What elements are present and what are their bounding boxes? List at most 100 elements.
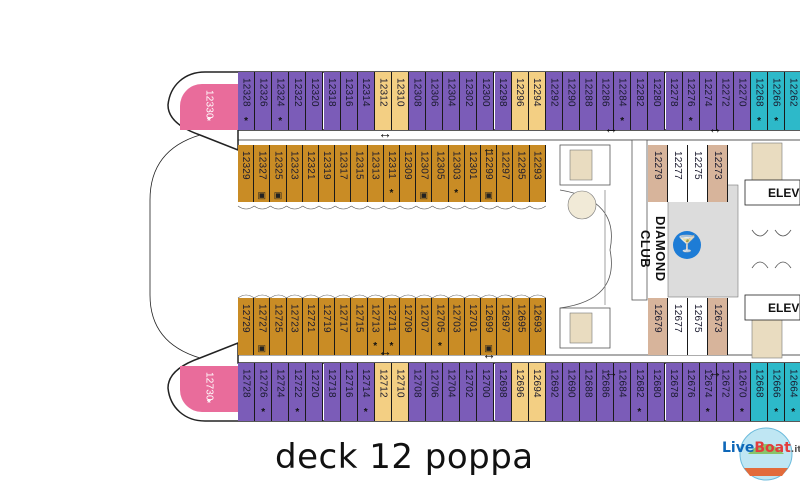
cabin-12664[interactable]: 12664* bbox=[785, 363, 800, 421]
cabin-12714[interactable]: 12714* bbox=[357, 363, 375, 421]
cabin-12302[interactable]: 12302 bbox=[460, 72, 478, 130]
cabin-12729[interactable]: 12729 bbox=[238, 298, 255, 355]
cabin-12695[interactable]: 12695 bbox=[513, 298, 530, 355]
cabin-12294[interactable]: 12294 bbox=[528, 72, 546, 130]
cabin-12710[interactable]: 12710 bbox=[391, 363, 409, 421]
cabin-12715[interactable]: 12715 bbox=[351, 298, 368, 355]
cabin-12706[interactable]: 12706 bbox=[426, 363, 444, 421]
cabin-12316[interactable]: 12316 bbox=[340, 72, 358, 130]
cabin-12327[interactable]: 12327▣ bbox=[254, 145, 271, 202]
cabin-12282[interactable]: 12282 bbox=[631, 72, 649, 130]
cabin-12323[interactable]: 12323 bbox=[286, 145, 303, 202]
cabin-12701[interactable]: 12701 bbox=[464, 298, 481, 355]
cabin-12297[interactable]: 12297 bbox=[497, 145, 514, 202]
cabin-12708[interactable]: 12708 bbox=[409, 363, 427, 421]
cabin-12319[interactable]: 12319 bbox=[319, 145, 336, 202]
cabin-12723[interactable]: 12723 bbox=[286, 298, 303, 355]
cabin-12709[interactable]: 12709 bbox=[400, 298, 417, 355]
cabin-12313[interactable]: 12313 bbox=[367, 145, 384, 202]
cabin-12692[interactable]: 12692 bbox=[545, 363, 563, 421]
cabin-12694[interactable]: 12694 bbox=[528, 363, 546, 421]
cabin-12325[interactable]: 12325▣ bbox=[270, 145, 287, 202]
cabin-12707[interactable]: 12707 bbox=[416, 298, 433, 355]
cabin-12273[interactable]: 12273 bbox=[708, 145, 728, 202]
cabin-12682[interactable]: 12682* bbox=[631, 363, 649, 421]
cabin-12730[interactable]: 12730* bbox=[180, 366, 238, 412]
cabin-12726[interactable]: 12726* bbox=[255, 363, 273, 421]
cabin-12716[interactable]: 12716 bbox=[340, 363, 358, 421]
cabin-12288[interactable]: 12288 bbox=[580, 72, 598, 130]
cabin-12721[interactable]: 12721 bbox=[302, 298, 319, 355]
cabin-12275[interactable]: 12275 bbox=[688, 145, 708, 202]
cabin-12309[interactable]: 12309 bbox=[400, 145, 417, 202]
cabin-12270[interactable]: 12270 bbox=[733, 72, 751, 130]
cabin-12326[interactable]: 12326 bbox=[255, 72, 273, 130]
cabin-12672[interactable]: 12672 bbox=[716, 363, 734, 421]
cabin-12299[interactable]: 12299▣ bbox=[481, 145, 498, 202]
cabin-12292[interactable]: 12292 bbox=[545, 72, 563, 130]
cabin-12684[interactable]: 12684 bbox=[614, 363, 632, 421]
cabin-12330[interactable]: 12330* bbox=[180, 84, 238, 130]
cabin-12696[interactable]: 12696 bbox=[511, 363, 529, 421]
cabin-12702[interactable]: 12702 bbox=[460, 363, 478, 421]
cabin-12262[interactable]: 12262 bbox=[785, 72, 800, 130]
cabin-12312[interactable]: 12312 bbox=[374, 72, 392, 130]
cabin-12720[interactable]: 12720 bbox=[306, 363, 324, 421]
cabin-12301[interactable]: 12301 bbox=[464, 145, 481, 202]
cabin-12311[interactable]: 12311* bbox=[383, 145, 400, 202]
cabin-12724[interactable]: 12724 bbox=[272, 363, 290, 421]
cabin-12686[interactable]: 12686 bbox=[597, 363, 615, 421]
cabin-12679[interactable]: 12679 bbox=[648, 298, 668, 355]
cabin-12697[interactable]: 12697 bbox=[497, 298, 514, 355]
cabin-12277[interactable]: 12277 bbox=[668, 145, 688, 202]
cabin-12318[interactable]: 12318 bbox=[323, 72, 341, 130]
cabin-12668[interactable]: 12668 bbox=[751, 363, 769, 421]
cabin-12705[interactable]: 12705* bbox=[432, 298, 449, 355]
cabin-12698[interactable]: 12698 bbox=[494, 363, 512, 421]
cabin-12722[interactable]: 12722* bbox=[289, 363, 307, 421]
cabin-12298[interactable]: 12298 bbox=[494, 72, 512, 130]
cabin-12274[interactable]: 12274 bbox=[699, 72, 717, 130]
cabin-12711[interactable]: 12711* bbox=[383, 298, 400, 355]
cabin-12308[interactable]: 12308 bbox=[409, 72, 427, 130]
cabin-12276[interactable]: 12276* bbox=[682, 72, 700, 130]
cabin-12670[interactable]: 12670* bbox=[733, 363, 751, 421]
cabin-12295[interactable]: 12295 bbox=[513, 145, 530, 202]
cabin-12268[interactable]: 12268* bbox=[751, 72, 769, 130]
cabin-12272[interactable]: 12272 bbox=[716, 72, 734, 130]
cabin-12317[interactable]: 12317 bbox=[335, 145, 352, 202]
cabin-12690[interactable]: 12690 bbox=[562, 363, 580, 421]
cabin-12680[interactable]: 12680 bbox=[648, 363, 666, 421]
cabin-12678[interactable]: 12678 bbox=[665, 363, 683, 421]
cabin-12704[interactable]: 12704 bbox=[443, 363, 461, 421]
cabin-12712[interactable]: 12712 bbox=[374, 363, 392, 421]
cabin-12296[interactable]: 12296 bbox=[511, 72, 529, 130]
cabin-12719[interactable]: 12719 bbox=[319, 298, 336, 355]
cabin-12675[interactable]: 12675 bbox=[688, 298, 708, 355]
cabin-12700[interactable]: 12700 bbox=[477, 363, 495, 421]
cabin-12676[interactable]: 12676 bbox=[682, 363, 700, 421]
cabin-12717[interactable]: 12717 bbox=[335, 298, 352, 355]
cabin-12320[interactable]: 12320 bbox=[306, 72, 324, 130]
cabin-12290[interactable]: 12290 bbox=[562, 72, 580, 130]
cabin-12728[interactable]: 12728 bbox=[238, 363, 256, 421]
cabin-12280[interactable]: 12280 bbox=[648, 72, 666, 130]
cabin-12279[interactable]: 12279 bbox=[648, 145, 668, 202]
cabin-12674[interactable]: 12674* bbox=[699, 363, 717, 421]
cabin-12688[interactable]: 12688 bbox=[580, 363, 598, 421]
cabin-12306[interactable]: 12306 bbox=[426, 72, 444, 130]
cabin-12266[interactable]: 12266* bbox=[768, 72, 786, 130]
cabin-12321[interactable]: 12321 bbox=[302, 145, 319, 202]
cabin-12718[interactable]: 12718 bbox=[323, 363, 341, 421]
cabin-12677[interactable]: 12677 bbox=[668, 298, 688, 355]
cabin-12329[interactable]: 12329 bbox=[238, 145, 255, 202]
cabin-12305[interactable]: 12305 bbox=[432, 145, 449, 202]
cabin-12322[interactable]: 12322 bbox=[289, 72, 307, 130]
cabin-12307[interactable]: 12307▣ bbox=[416, 145, 433, 202]
cabin-12703[interactable]: 12703 bbox=[448, 298, 465, 355]
cabin-12293[interactable]: 12293 bbox=[529, 145, 546, 202]
cabin-12713[interactable]: 12713* bbox=[367, 298, 384, 355]
cabin-12699[interactable]: 12699▣ bbox=[481, 298, 498, 355]
cabin-12310[interactable]: 12310 bbox=[391, 72, 409, 130]
cabin-12673[interactable]: 12673 bbox=[708, 298, 728, 355]
